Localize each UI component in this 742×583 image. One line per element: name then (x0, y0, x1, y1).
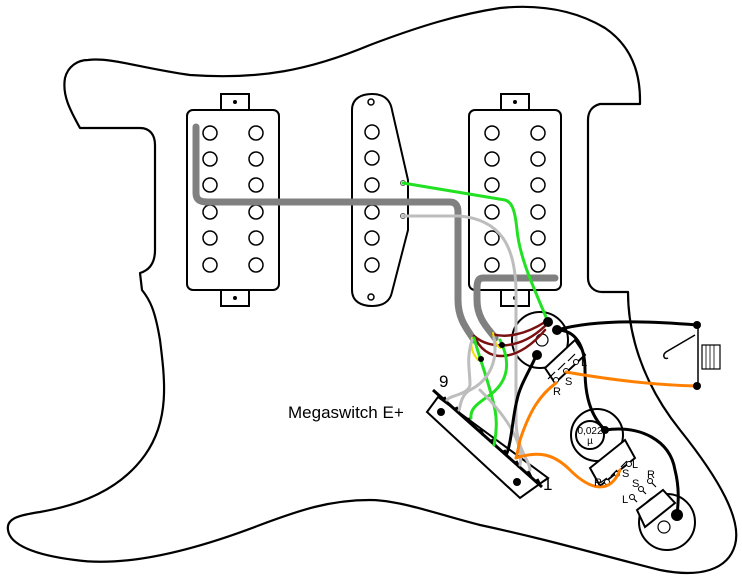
tone2-lug-s-label: S (632, 478, 639, 490)
neck-shield-cable (192, 123, 478, 344)
tone-capacitor: 0,022 µ (570, 408, 624, 462)
jack-hot-wire (564, 370, 699, 388)
megaswitch-label: Megaswitch E+ (288, 403, 404, 422)
bridge-shield-cable (473, 274, 559, 342)
bridge-maroon-wire (491, 320, 547, 337)
neck-gray-wire (445, 338, 474, 402)
tone1-lug-s-label: S (622, 468, 629, 480)
volume-lug-r-label: R (553, 386, 561, 398)
tone1-lug-l-label: L (632, 459, 638, 471)
switch-terminal-9-label: 9 (439, 372, 448, 391)
tone2-lug-r-label: R (647, 469, 655, 481)
jack-ground-wire (555, 320, 699, 332)
neck-pole-pieces (202, 125, 264, 273)
pickguard-outline (6, 5, 738, 574)
tone2-lug-l-label: L (622, 494, 628, 506)
volume-lug-s-label: S (565, 376, 572, 388)
switch-orange-wire (514, 381, 622, 489)
bridge-humbucker-pickup (468, 93, 562, 307)
capacitor-unit: µ (587, 436, 593, 447)
bridge-gray-wire (457, 336, 497, 412)
output-jack (663, 327, 721, 388)
volume-lug-l-label: L (581, 357, 587, 369)
megaswitch (425, 388, 550, 500)
tone-pot-2 (629, 478, 696, 551)
capacitor-value: 0,022 (577, 426, 602, 437)
tone1-lug-r-label: R (594, 477, 602, 489)
middle-hot-wire (401, 181, 550, 324)
neck-maroon-wire (472, 324, 547, 347)
tone-pot-1 (588, 438, 637, 488)
volume-black-wire (505, 354, 538, 455)
solder-points (478, 317, 701, 521)
bridge-green-wire (469, 338, 509, 420)
switch-terminal-1-label: 1 (543, 475, 552, 494)
